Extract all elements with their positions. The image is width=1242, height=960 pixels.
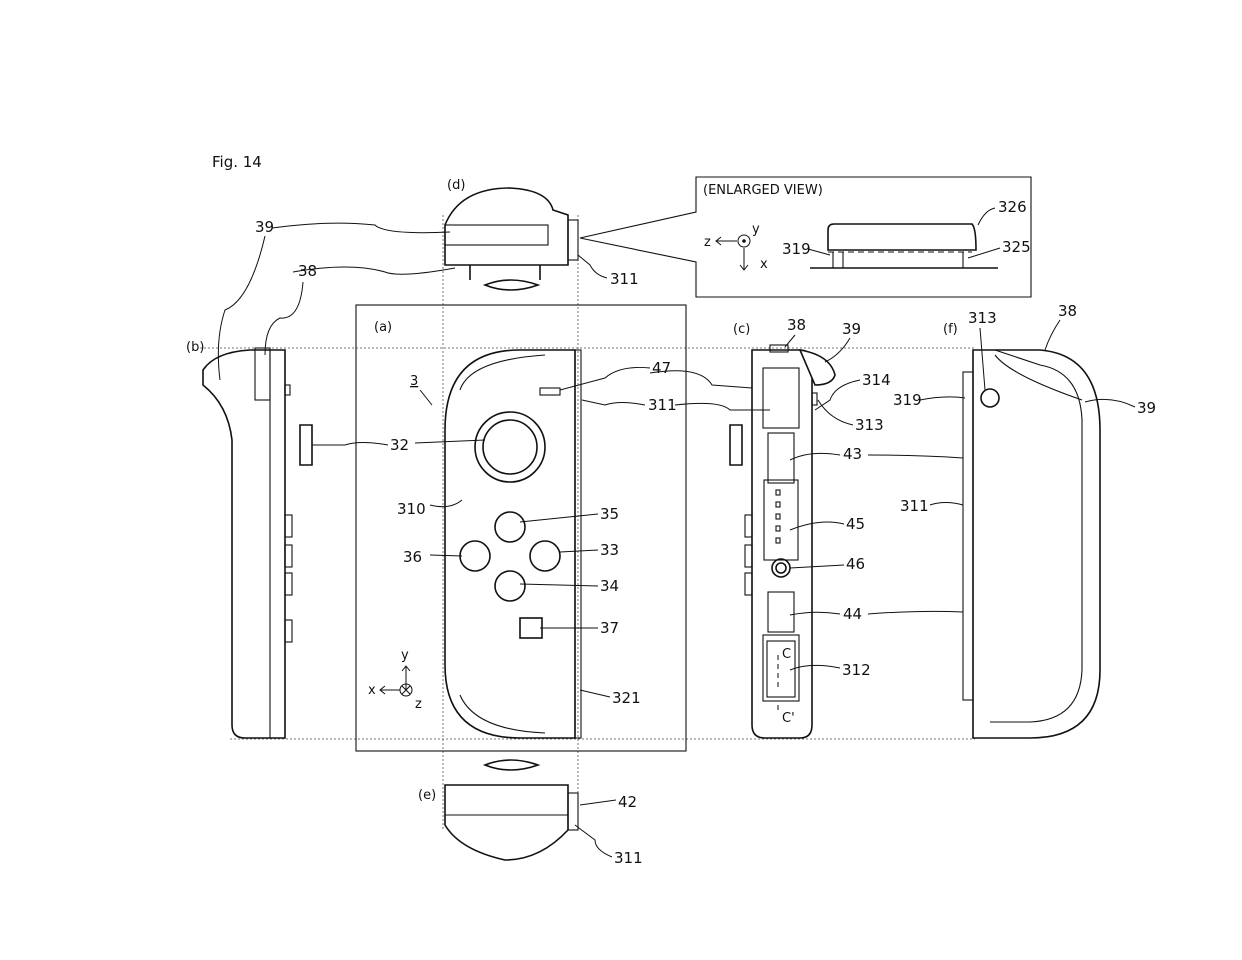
- axis-y-enlarged: y: [752, 222, 760, 237]
- view-e-bottom: (e): [418, 759, 579, 861]
- view-c-rail: (c) C C': [729, 322, 836, 739]
- axis-x-enlarged: x: [760, 257, 768, 272]
- ref-3: 3: [410, 374, 418, 389]
- ref-311-e: 311: [614, 849, 643, 867]
- view-b-side: (b): [186, 340, 313, 739]
- ref-311-a: 311: [648, 396, 677, 414]
- ref-319-f: 319: [893, 391, 922, 409]
- ref-36: 36: [403, 548, 422, 566]
- ref-43: 43: [843, 445, 862, 463]
- ref-38-b: 38: [298, 262, 317, 280]
- ref-C: C: [782, 647, 791, 662]
- ref-310: 310: [397, 500, 426, 518]
- axis-z-a: z: [415, 697, 422, 712]
- view-d-top: (d): [444, 178, 579, 291]
- view-label-f: (f): [943, 322, 958, 337]
- view-label-e: (e): [418, 788, 436, 803]
- ref-39-f: 39: [1137, 399, 1156, 417]
- ref-34: 34: [600, 577, 619, 595]
- ref-319-enlarged: 319: [782, 240, 811, 258]
- ref-47: 47: [652, 359, 671, 377]
- ref-46: 46: [846, 555, 865, 573]
- ref-35: 35: [600, 505, 619, 523]
- leader-lines: [217, 222, 1136, 858]
- ref-311-f: 311: [900, 497, 929, 515]
- enlarged-view-title: (ENLARGED VIEW): [703, 183, 823, 198]
- ref-326: 326: [998, 198, 1027, 216]
- ref-39-c: 39: [842, 320, 861, 338]
- axis-y-a: y: [401, 648, 409, 663]
- ref-325: 325: [1002, 238, 1031, 256]
- ref-313-c: 313: [855, 416, 884, 434]
- ref-32: 32: [390, 436, 409, 454]
- ref-312: 312: [842, 661, 871, 679]
- ref-42: 42: [618, 793, 637, 811]
- projection-lines: [200, 215, 975, 830]
- enlarged-view: (ENLARGED VIEW) 326 325 319 z y x: [579, 176, 1032, 298]
- reference-numerals: 39 38 311 32 47 311 310 35 36 33 34 37 3…: [255, 218, 1156, 867]
- ref-C-prime: C': [782, 711, 795, 726]
- view-label-d: (d): [447, 178, 465, 193]
- view-a-front: (a) 3 y x z: [355, 304, 687, 752]
- view-f-back: (f): [943, 322, 1101, 739]
- figure-title: Fig. 14: [212, 153, 262, 171]
- axis-x-a: x: [368, 683, 376, 698]
- ref-311-d: 311: [610, 270, 639, 288]
- ref-313-f: 313: [968, 309, 997, 327]
- view-label-b: (b): [186, 340, 204, 355]
- view-label-c: (c): [733, 322, 750, 337]
- ref-37: 37: [600, 619, 619, 637]
- ref-39-b: 39: [255, 218, 274, 236]
- view-label-a: (a): [374, 320, 392, 335]
- ref-33: 33: [600, 541, 619, 559]
- ref-45: 45: [846, 515, 865, 533]
- axis-z-enlarged: z: [704, 235, 711, 250]
- ref-314: 314: [862, 371, 891, 389]
- ref-44: 44: [843, 605, 862, 623]
- ref-38-f: 38: [1058, 302, 1077, 320]
- ref-38-c: 38: [787, 316, 806, 334]
- ref-321: 321: [612, 689, 641, 707]
